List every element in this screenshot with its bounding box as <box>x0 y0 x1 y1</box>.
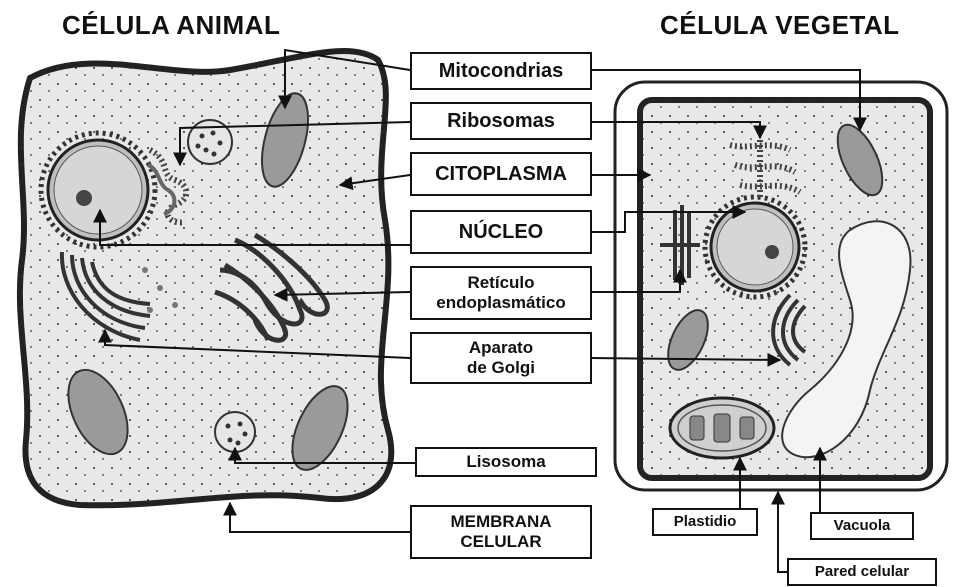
label-aparato-de-golgi: Aparato de Golgi <box>410 332 592 384</box>
plant-cell <box>615 82 947 490</box>
label-vacuola: Vacuola <box>810 512 914 540</box>
animal-lysosome-bottom <box>215 412 255 452</box>
title-plant-cell: CÉLULA VEGETAL <box>660 10 900 41</box>
label-reticulo-endoplasmatico: Retículo endoplasmático <box>410 266 592 320</box>
label-nucleo: NÚCLEO <box>410 210 592 254</box>
label-membrana-celular: MEMBRANA CELULAR <box>410 505 592 559</box>
label-ribosomas: Ribosomas <box>410 102 592 140</box>
title-animal-cell: CÉLULA ANIMAL <box>62 10 280 41</box>
label-lisosoma: Lisosoma <box>415 447 597 477</box>
label-mitocondrias: Mitocondrias <box>410 52 592 90</box>
label-pared-celular: Pared celular <box>787 558 937 586</box>
label-plastidio: Plastidio <box>652 508 758 536</box>
animal-cell <box>20 51 391 505</box>
label-citoplasma: CITOPLASMA <box>410 152 592 196</box>
plant-plastid <box>670 398 774 458</box>
